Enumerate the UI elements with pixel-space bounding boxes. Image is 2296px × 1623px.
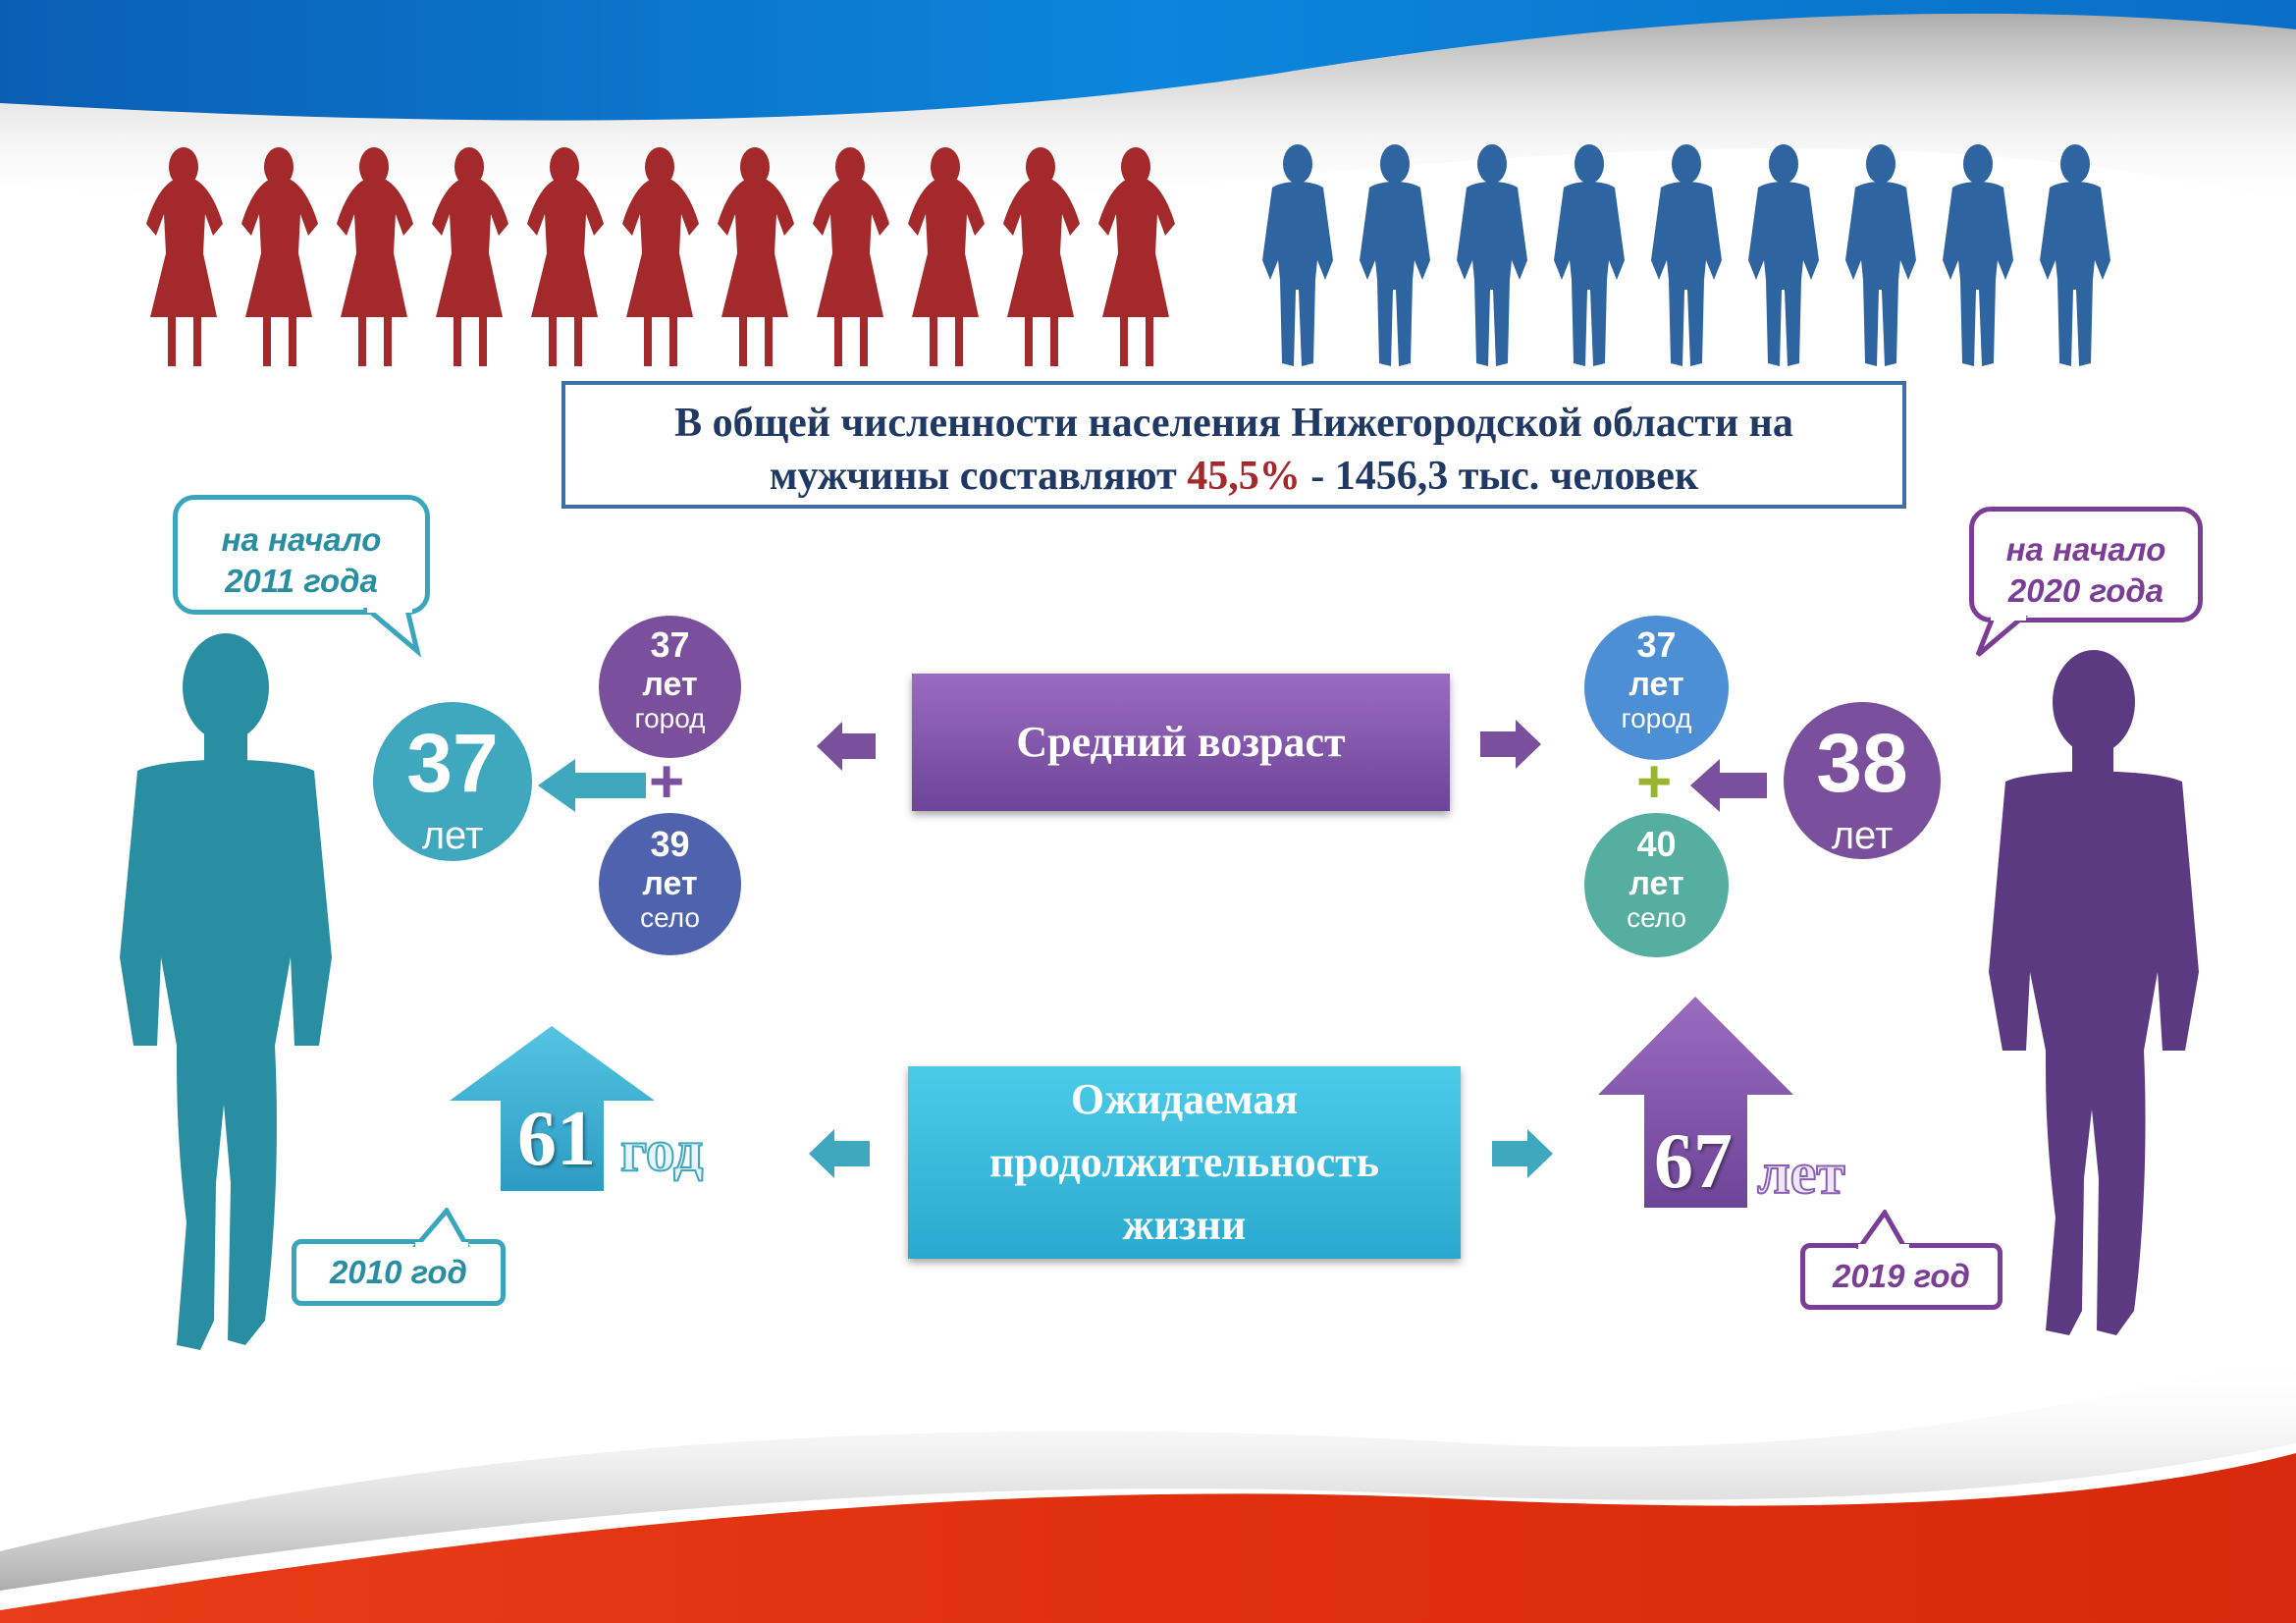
callout-right-top-tail	[1975, 616, 2029, 657]
callout-left-bottom: 2010 год	[292, 1239, 506, 1306]
left-city-value: 37	[650, 624, 690, 665]
life-exp-label-line2: продолжительность	[988, 1138, 1380, 1186]
man-icon	[1262, 144, 1333, 366]
avg-age-right-value: 38	[1816, 717, 1908, 809]
life-exp-right-value: 67	[1654, 1118, 1733, 1205]
left-city-unit: лет	[642, 666, 698, 703]
man-icon	[1943, 144, 2013, 366]
avg-age-left-value: 37	[406, 717, 499, 809]
life-exp-left-arrow	[450, 1026, 655, 1191]
callout-right-top-line1: на начало	[2005, 531, 2166, 568]
avg-age-label-box: Средний возраст	[912, 674, 1450, 811]
callout-left-bottom-text: 2010 год	[330, 1254, 467, 1290]
right-city-unit: лет	[1629, 666, 1684, 703]
right-village-value: 40	[1636, 824, 1677, 864]
arrow-left-teal	[538, 759, 646, 812]
left-village-circle: 39 лет село	[599, 813, 741, 955]
callout-left-top: на начало 2011 года	[173, 495, 430, 615]
life-exp-left-value: 61	[517, 1096, 596, 1182]
avg-age-left-circle: 37 лет	[373, 702, 532, 861]
man-icon	[1651, 144, 1722, 366]
avg-age-label-text: Средний возраст	[1016, 718, 1346, 766]
man-silhouette-left	[120, 633, 332, 1350]
left-village-unit: лет	[642, 865, 698, 902]
woman-icon	[813, 147, 889, 366]
life-exp-label-box: Ожидаемая продолжительность жизни	[908, 1066, 1461, 1259]
arrow-left-purple	[1690, 759, 1767, 812]
headline-line2-suffix: - 1456,3 тыс. человек	[1300, 454, 1699, 499]
woman-icon	[718, 147, 794, 366]
callout-right-top: на начало 2020 года	[1969, 507, 2203, 622]
life-exp-right-arrow	[1598, 997, 1793, 1208]
callout-right-top-line2: 2020 года	[2007, 572, 2164, 609]
women-silhouettes	[142, 145, 1193, 371]
left-plus-icon: +	[649, 748, 685, 816]
life-exp-label-line1: Ожидаемая	[1070, 1075, 1299, 1123]
man-icon	[2040, 144, 2110, 366]
arrow-small-right-purple	[1480, 720, 1541, 769]
arrow-small-left-purple	[817, 722, 876, 771]
woman-icon	[622, 147, 699, 366]
left-village-place: село	[640, 902, 700, 933]
right-city-circle: 37 лет город	[1584, 616, 1729, 760]
callout-left-top-line1: на начало	[221, 521, 382, 558]
headline-box: В общей численности населения Нижегородс…	[561, 381, 1906, 509]
men-silhouettes	[1256, 142, 2140, 370]
callout-right-bottom-tail	[1855, 1210, 1909, 1249]
life-exp-label-line3: жизни	[1122, 1201, 1247, 1249]
man-icon	[1845, 144, 1916, 366]
man-icon	[1748, 144, 1819, 366]
headline-percent: 45,5%	[1187, 454, 1301, 499]
right-city-place: город	[1621, 703, 1692, 733]
woman-icon	[1098, 147, 1175, 366]
right-city-value: 37	[1636, 624, 1677, 665]
life-exp-left-unit: год	[619, 1118, 704, 1183]
woman-icon	[432, 147, 508, 366]
woman-icon	[908, 147, 985, 366]
right-plus-icon: +	[1636, 748, 1673, 816]
callout-left-top-line2: 2011 года	[225, 563, 378, 599]
headline-line2: мужчины составляют 45,5% - 1456,3 тыс. ч…	[565, 450, 1902, 503]
callout-right-bottom-text: 2019 год	[1833, 1258, 1970, 1294]
avg-age-right-circle: 38 лет	[1784, 702, 1941, 859]
left-city-circle: 37 лет город	[599, 616, 741, 758]
right-village-unit: лет	[1629, 865, 1684, 902]
callout-right-bottom: 2019 год	[1800, 1243, 2002, 1310]
man-silhouette-right	[1989, 650, 2199, 1335]
woman-icon	[241, 147, 318, 366]
right-village-place: село	[1627, 902, 1686, 933]
man-icon	[1554, 144, 1625, 366]
right-village-circle: 40 лет село	[1584, 813, 1729, 957]
woman-icon	[337, 147, 413, 366]
man-icon	[1457, 144, 1527, 366]
left-village-value: 39	[650, 824, 690, 864]
man-icon	[1360, 144, 1430, 366]
woman-icon	[527, 147, 604, 366]
callout-left-bottom-tail	[412, 1208, 471, 1247]
arrow-small-left-teal	[809, 1129, 870, 1178]
life-exp-right-unit: лет	[1756, 1141, 1846, 1206]
woman-icon	[1003, 147, 1080, 366]
headline-line1: В общей численности населения Нижегородс…	[674, 401, 1793, 446]
callout-left-top-tail	[363, 608, 421, 657]
avg-age-right-unit: лет	[1831, 814, 1894, 857]
left-city-place: город	[634, 703, 706, 733]
avg-age-left-unit: лет	[421, 814, 484, 857]
woman-icon	[146, 147, 223, 366]
arrow-small-right-teal	[1492, 1129, 1553, 1178]
headline-line2-prefix: мужчины составляют	[769, 454, 1188, 499]
